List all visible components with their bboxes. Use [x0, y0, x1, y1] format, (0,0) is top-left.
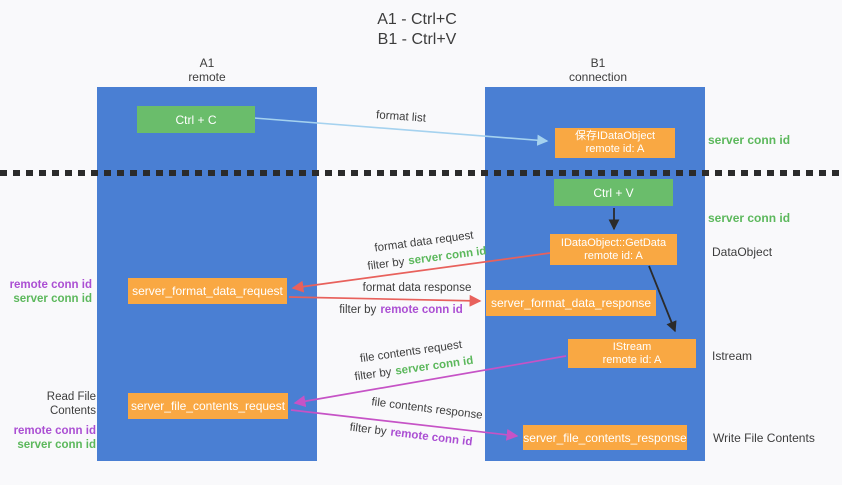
label-write-file-contents: Write File Contents [713, 431, 815, 445]
label-server-conn-id-file: server conn id [17, 439, 96, 451]
node-save-dataobject-line2: remote id: A [585, 143, 645, 155]
node-idataobject-getdata: IDataObject::GetData remote id: A [550, 234, 677, 265]
column-a-header: A1 remote [137, 56, 277, 84]
label-server-conn-id-mid: server conn id [708, 211, 791, 225]
node-server-format-data-request: server_format_data_request [128, 278, 287, 304]
node-file-response-label: server_file_contents_response [523, 430, 687, 445]
node-format-request-label: server_format_data_request [132, 284, 283, 298]
node-server-file-contents-response: server_file_contents_response [523, 425, 687, 450]
node-file-request-label: server_file_contents_request [130, 399, 286, 413]
label-remote-conn-id-format: remote conn id [9, 279, 92, 291]
node-format-response-label: server_format_data_response [490, 296, 652, 310]
node-getdata-line2: remote id: A [584, 249, 643, 262]
filter-prefix: filter by [353, 366, 393, 384]
node-getdata-line1: IDataObject::GetData [560, 236, 667, 249]
node-ctrl-v-label: Ctrl + V [593, 185, 634, 200]
format-conn-id-stack: remote conn id server conn id [0, 278, 92, 306]
diagram-title: A1 - Ctrl+C B1 - Ctrl+V [317, 10, 517, 50]
label-istream: Istream [712, 349, 753, 363]
label-read-file-contents: Read File Contents [46, 391, 96, 417]
filter-prefix: filter by [339, 304, 377, 316]
section-divider-dotted-line [0, 170, 842, 176]
filter-key-remote-conn-id: remote conn id [380, 304, 463, 316]
node-server-format-data-response: server_format_data_response [486, 290, 656, 316]
label-dataobject: DataObject [712, 245, 773, 259]
title-line-1: A1 - Ctrl+C [377, 11, 457, 28]
label-server-conn-id-top: server conn id [708, 133, 791, 147]
label-format-data-response: format data response [362, 282, 472, 294]
node-ctrl-c: Ctrl + C [137, 106, 255, 133]
node-server-file-contents-request: server_file_contents_request [128, 393, 288, 419]
node-istream-line2: remote id: A [602, 353, 662, 366]
filter-prefix: filter by [366, 256, 406, 273]
node-ctrl-c-label: Ctrl + C [175, 112, 217, 127]
label-remote-conn-id-file: remote conn id [13, 425, 96, 437]
label-server-conn-id-format: server conn id [13, 293, 92, 305]
arrow-format-data-response [288, 294, 482, 307]
file-conn-id-stack: Read File Contents remote conn id server… [0, 390, 96, 452]
filter-prefix: filter by [348, 421, 388, 438]
column-b-header: B1 connection [528, 56, 668, 84]
node-save-dataobject-line1: 保存IDataObject [574, 130, 656, 142]
label-format-list: format list [375, 109, 427, 125]
column-b-name: B1 [590, 56, 606, 70]
title-line-2: B1 - Ctrl+V [377, 31, 457, 48]
column-a-name: A1 [199, 56, 215, 70]
node-istream: IStream remote id: A [568, 339, 696, 368]
filter-key-remote-conn-id: remote conn id [389, 426, 474, 449]
node-istream-line1: IStream [612, 340, 652, 353]
node-save-dataobject: 保存IDataObject remote id: A [555, 128, 675, 158]
column-b-role: connection [568, 70, 628, 84]
label-file-contents-response: file contents response [370, 396, 484, 422]
column-a-role: remote [188, 70, 226, 84]
node-ctrl-v: Ctrl + V [554, 179, 673, 206]
